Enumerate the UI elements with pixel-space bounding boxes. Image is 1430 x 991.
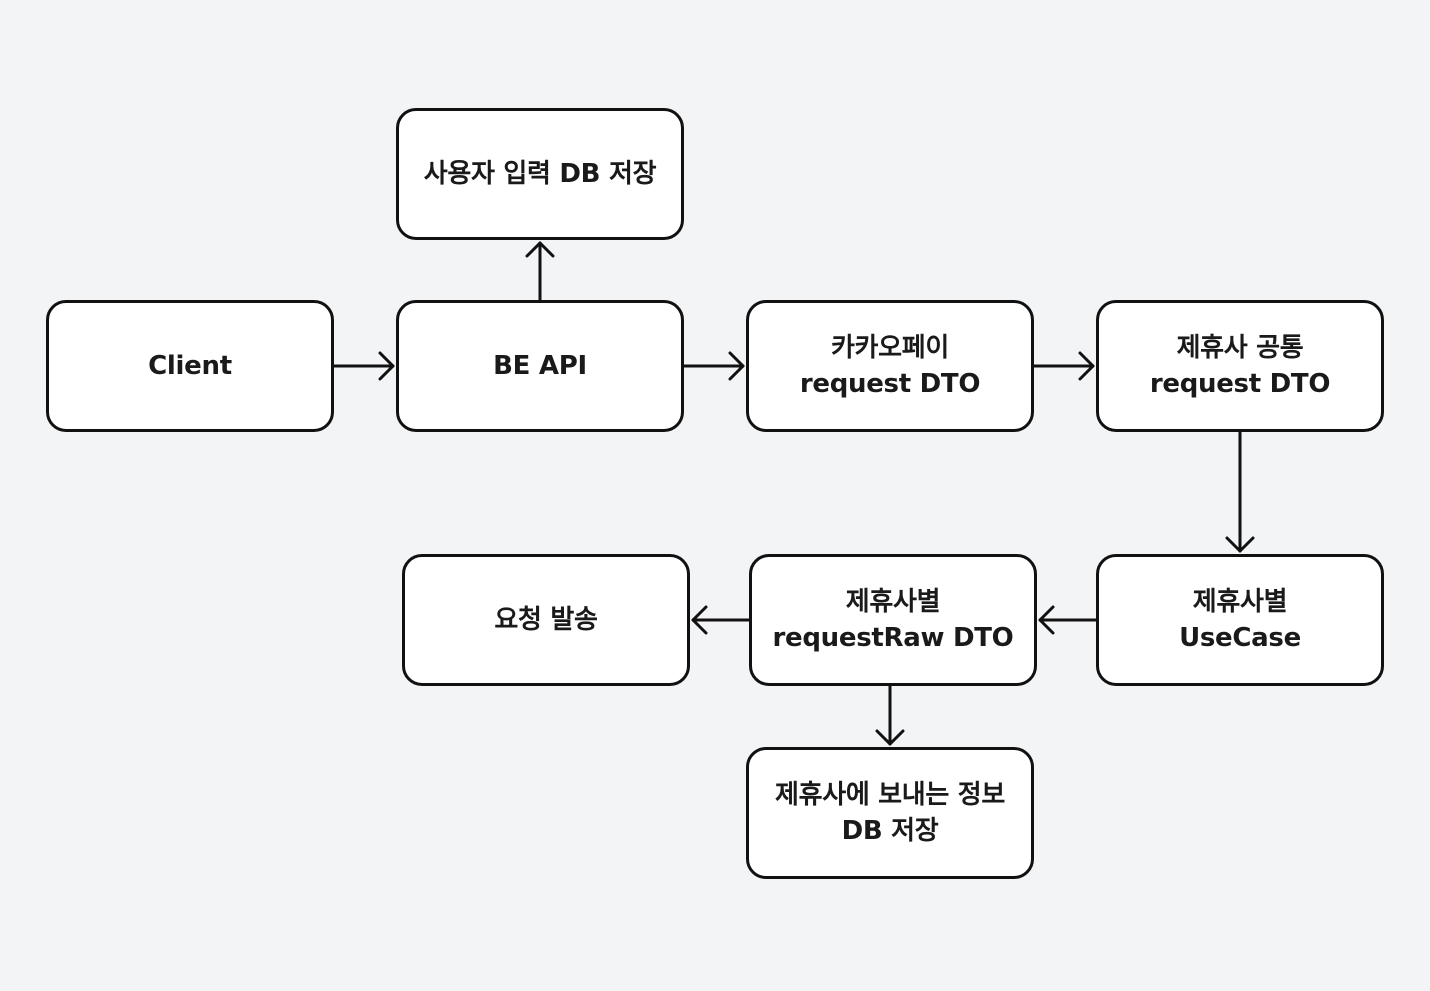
node-client: Client [46, 300, 334, 432]
node-kakaopay-request-dto: 카카오페이 request DTO [746, 300, 1034, 432]
edge-client-to-be-api [332, 351, 395, 381]
node-send-request-label: 요청 발송 [494, 605, 598, 635]
edge-be-api-to-kakaopay-dto [682, 351, 745, 381]
edge-be-api-to-user-input-db [525, 241, 555, 302]
edge-raw-dto-to-send-request [691, 605, 751, 635]
node-partner-info-db-label: 제휴사에 보내는 정보 DB 저장 [774, 780, 1006, 846]
node-partner-common-request-dto-label: 제휴사 공통 request DTO [1149, 333, 1331, 399]
node-partner-usecase-label: 제휴사별 UseCase [1179, 587, 1301, 653]
edge-raw-dto-to-partner-info-db [875, 684, 905, 746]
node-user-input-db: 사용자 입력 DB 저장 [396, 108, 684, 240]
node-partner-request-raw-dto: 제휴사별 requestRaw DTO [749, 554, 1037, 686]
node-be-api-label: BE API [493, 351, 587, 381]
node-partner-usecase: 제휴사별 UseCase [1096, 554, 1384, 686]
node-be-api: BE API [396, 300, 684, 432]
node-partner-common-request-dto: 제휴사 공통 request DTO [1096, 300, 1384, 432]
edge-partner-common-to-usecase [1225, 430, 1255, 553]
node-user-input-db-label: 사용자 입력 DB 저장 [423, 159, 657, 189]
node-kakaopay-request-dto-label: 카카오페이 request DTO [799, 333, 981, 399]
node-partner-request-raw-dto-label: 제휴사별 requestRaw DTO [772, 587, 1014, 653]
node-partner-info-db: 제휴사에 보내는 정보 DB 저장 [746, 747, 1034, 879]
edge-usecase-to-raw-dto [1038, 605, 1098, 635]
node-send-request: 요청 발송 [402, 554, 690, 686]
edge-kakaopay-to-partner-common [1032, 351, 1095, 381]
node-client-label: Client [148, 351, 232, 381]
